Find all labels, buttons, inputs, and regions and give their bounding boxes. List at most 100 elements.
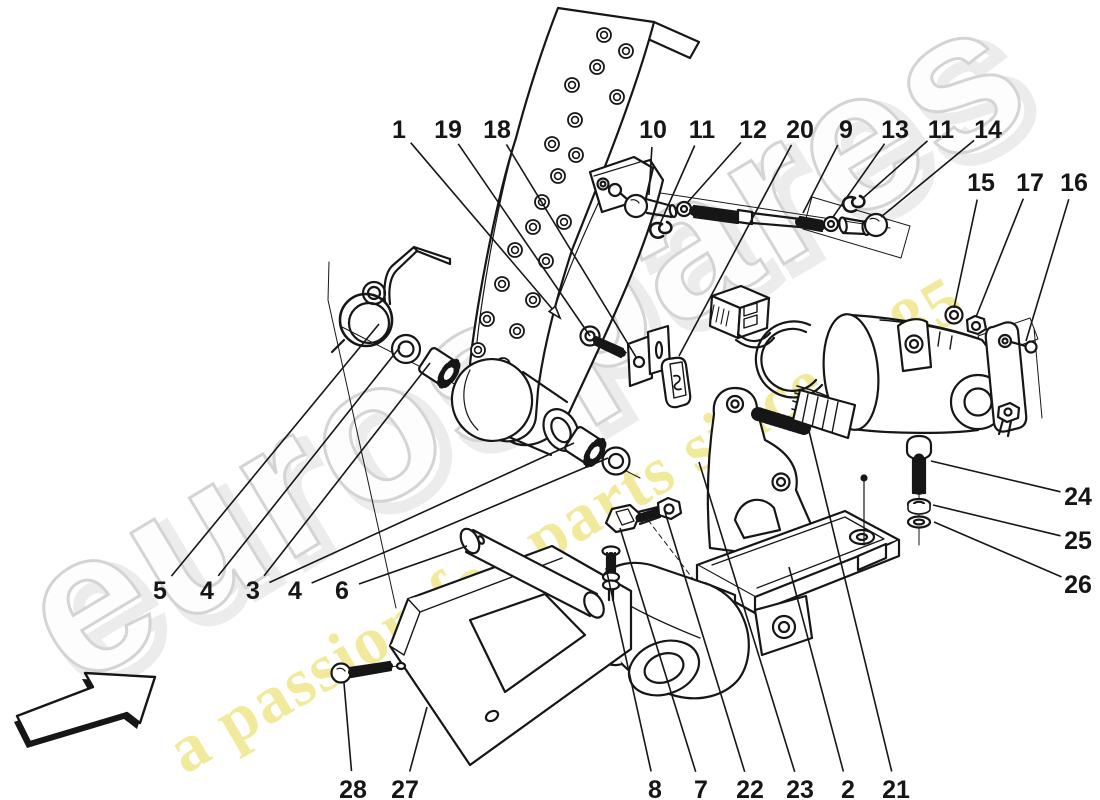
part-callout-26: 26	[933, 521, 1092, 599]
part-number: 1	[392, 116, 406, 144]
leader-line	[263, 362, 431, 577]
leader-line	[832, 143, 886, 218]
part-number: 21	[882, 776, 910, 800]
ball-joint	[623, 193, 649, 219]
leader-line	[880, 139, 975, 218]
part-callout-12: 12	[686, 116, 767, 204]
part-number: 11	[689, 116, 716, 144]
leader-line	[933, 521, 1062, 578]
part-number: 16	[1060, 169, 1088, 197]
part-callout-4: 4	[200, 346, 401, 605]
part-number: 27	[391, 776, 419, 800]
pivot-washer	[390, 333, 422, 365]
part-number: 4	[288, 577, 302, 605]
part-number: 26	[1064, 571, 1092, 599]
part-number: 28	[339, 776, 367, 800]
leader-line	[678, 144, 793, 357]
part-callout-17: 17	[975, 169, 1044, 318]
leader-line	[457, 143, 591, 337]
part-number: 6	[335, 577, 349, 605]
part-number: 11	[928, 116, 955, 144]
part-callout-19: 19	[434, 116, 591, 337]
part-number: 24	[1064, 483, 1092, 511]
part-number: 22	[736, 776, 764, 800]
stud	[751, 406, 811, 435]
stop-screw	[330, 660, 393, 684]
part-number: 9	[839, 116, 853, 144]
part-callout-14: 14	[880, 116, 1002, 218]
part-number: 2	[841, 776, 855, 800]
leader-line	[311, 457, 609, 584]
cable-end-ball	[863, 212, 889, 238]
part-callout-1: 1	[392, 116, 560, 318]
part-number: 7	[694, 776, 708, 800]
electrical-connector	[708, 284, 771, 340]
part-callout-22: 22	[664, 511, 764, 800]
leader-line	[788, 566, 845, 772]
part-callout-5: 5	[153, 323, 380, 605]
needle-bushing	[418, 347, 461, 389]
part-callout-27: 27	[391, 706, 428, 800]
needle-bushing	[564, 426, 607, 468]
part-number: 8	[648, 776, 662, 800]
leader-line	[808, 430, 893, 772]
leader-line	[932, 504, 1061, 537]
pivot-pin	[459, 527, 605, 619]
leader-line	[975, 198, 1025, 318]
part-callout-11: 11	[862, 116, 955, 199]
part-number: 25	[1064, 527, 1092, 555]
leader-line	[410, 142, 560, 318]
part-callout-15: 15	[953, 169, 995, 309]
part-number: 3	[246, 577, 260, 605]
leader-line	[648, 146, 653, 196]
leader-line	[1025, 198, 1070, 342]
leader-line	[802, 144, 839, 214]
part-callout-20: 20	[678, 116, 814, 357]
motor-nut	[965, 314, 988, 336]
leader-line	[358, 545, 468, 585]
leader-line	[953, 199, 978, 309]
leader-line	[605, 567, 652, 772]
leader-line	[930, 460, 1061, 493]
leader-line	[619, 527, 697, 773]
retaining-clip	[648, 220, 673, 239]
leader-line	[686, 141, 742, 204]
throttle-cable-assembly	[623, 193, 889, 239]
return-spring	[330, 245, 452, 354]
part-callout-11: 11	[659, 116, 716, 225]
retaining-clip	[841, 194, 866, 213]
part-callout-25: 25	[932, 504, 1092, 555]
part-callout-4: 4	[288, 457, 609, 605]
part-callout-16: 16	[1025, 169, 1088, 342]
hex-nut	[656, 496, 683, 521]
leader-line	[343, 682, 353, 772]
part-callout-9: 9	[802, 116, 853, 214]
hex-bolt	[604, 503, 664, 534]
motor-mount-plate	[984, 321, 1038, 438]
leader-line	[659, 145, 696, 225]
part-number: 17	[1016, 169, 1044, 197]
part-callout-2: 2	[788, 566, 855, 800]
leader-line	[170, 323, 380, 577]
bolt-and-washers	[905, 434, 933, 529]
part-callout-24: 24	[930, 460, 1092, 511]
part-number: 13	[881, 116, 909, 144]
part-number: 14	[974, 116, 1002, 144]
pedal-position-sensor	[660, 356, 692, 409]
part-callout-23: 23	[698, 461, 814, 800]
leader-line	[505, 143, 637, 358]
part-callout-18: 18	[483, 116, 637, 358]
part-callout-8: 8	[605, 567, 662, 800]
leader-line	[408, 706, 428, 772]
part-callout-10: 10	[639, 116, 667, 196]
part-number: 5	[153, 577, 167, 605]
part-callout-7: 7	[619, 527, 708, 800]
leader-line	[862, 140, 929, 199]
part-callout-6: 6	[335, 545, 468, 605]
part-number: 10	[639, 116, 667, 144]
part-callout-13: 13	[832, 116, 909, 218]
leader-line	[269, 442, 575, 584]
